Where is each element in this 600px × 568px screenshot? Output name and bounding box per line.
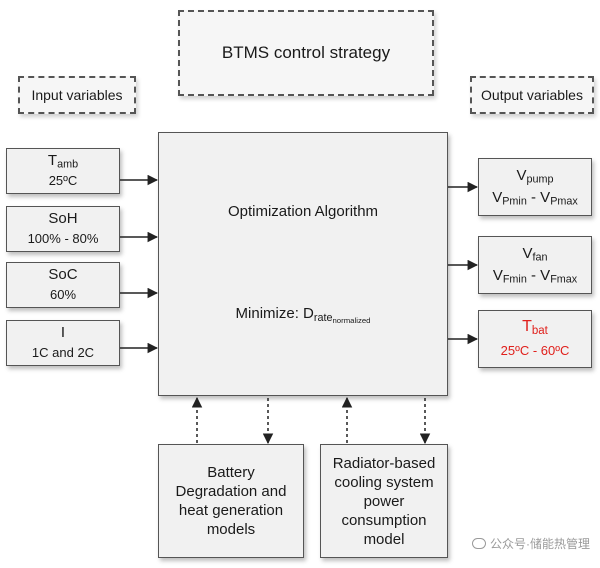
input-box-current: I 1C and 2C	[6, 320, 120, 366]
optimization-algorithm-label: Optimization Algorithm	[227, 203, 379, 220]
input-value: 100% - 80%	[27, 231, 99, 246]
input-label: SoH	[48, 210, 78, 227]
output-range: 25ºC - 60ºC	[500, 343, 570, 358]
output-label: Vpump	[516, 167, 554, 186]
output-variables-header: Output variables	[470, 76, 594, 114]
model-label-line: models	[206, 521, 256, 538]
model-label-line: model	[363, 530, 405, 548]
input-value: 60%	[49, 287, 77, 302]
title-box: BTMS control strategy	[178, 10, 434, 96]
input-box-soh: SoH 100% - 80%	[6, 206, 120, 252]
input-label: I	[60, 324, 66, 341]
input-label: SoC	[48, 266, 78, 283]
model-label-line: Radiator-based	[332, 454, 436, 472]
watermark-text: 公众号·储能热管理	[490, 537, 590, 551]
model-label-line: Degradation and	[175, 483, 287, 500]
input-value: 1C and 2C	[31, 345, 95, 360]
output-box-vpump: Vpump VPmin - VPmax	[478, 158, 592, 216]
wechat-icon	[472, 538, 486, 549]
minimize-objective-label: Minimize: Dratenormalized	[235, 305, 371, 325]
model-label-line: consumption	[341, 511, 427, 529]
output-box-vfan: Vfan VFmin - VFmax	[478, 236, 592, 294]
watermark: 公众号·储能热管理	[472, 535, 590, 552]
radiator-cooling-model-box: Radiator-based cooling system power cons…	[320, 444, 448, 558]
output-box-tbat: Tbat 25ºC - 60ºC	[478, 310, 592, 368]
output-range: VPmin - VPmax	[492, 189, 578, 208]
input-variables-header: Input variables	[18, 76, 136, 114]
input-header-label: Input variables	[31, 87, 123, 103]
diagram-title: BTMS control strategy	[221, 43, 391, 62]
model-label-line: cooling system	[334, 473, 434, 491]
input-label: Tamb	[47, 152, 79, 171]
output-range: VFmin - VFmax	[492, 267, 578, 286]
model-label-line: heat generation	[178, 502, 284, 519]
model-label-line: Battery	[207, 464, 255, 481]
battery-degradation-model-box: Battery Degradation and heat generation …	[158, 444, 304, 558]
input-value: 25ºC	[48, 173, 78, 188]
output-label: Vfan	[522, 245, 548, 264]
output-label: Tbat	[522, 318, 548, 337]
model-label-line: power	[363, 492, 405, 510]
input-box-tamb: Tamb 25ºC	[6, 148, 120, 194]
input-box-soc: SoC 60%	[6, 262, 120, 308]
output-header-label: Output variables	[481, 87, 583, 103]
optimization-algorithm-box: Optimization Algorithm Minimize: Drateno…	[158, 132, 448, 396]
